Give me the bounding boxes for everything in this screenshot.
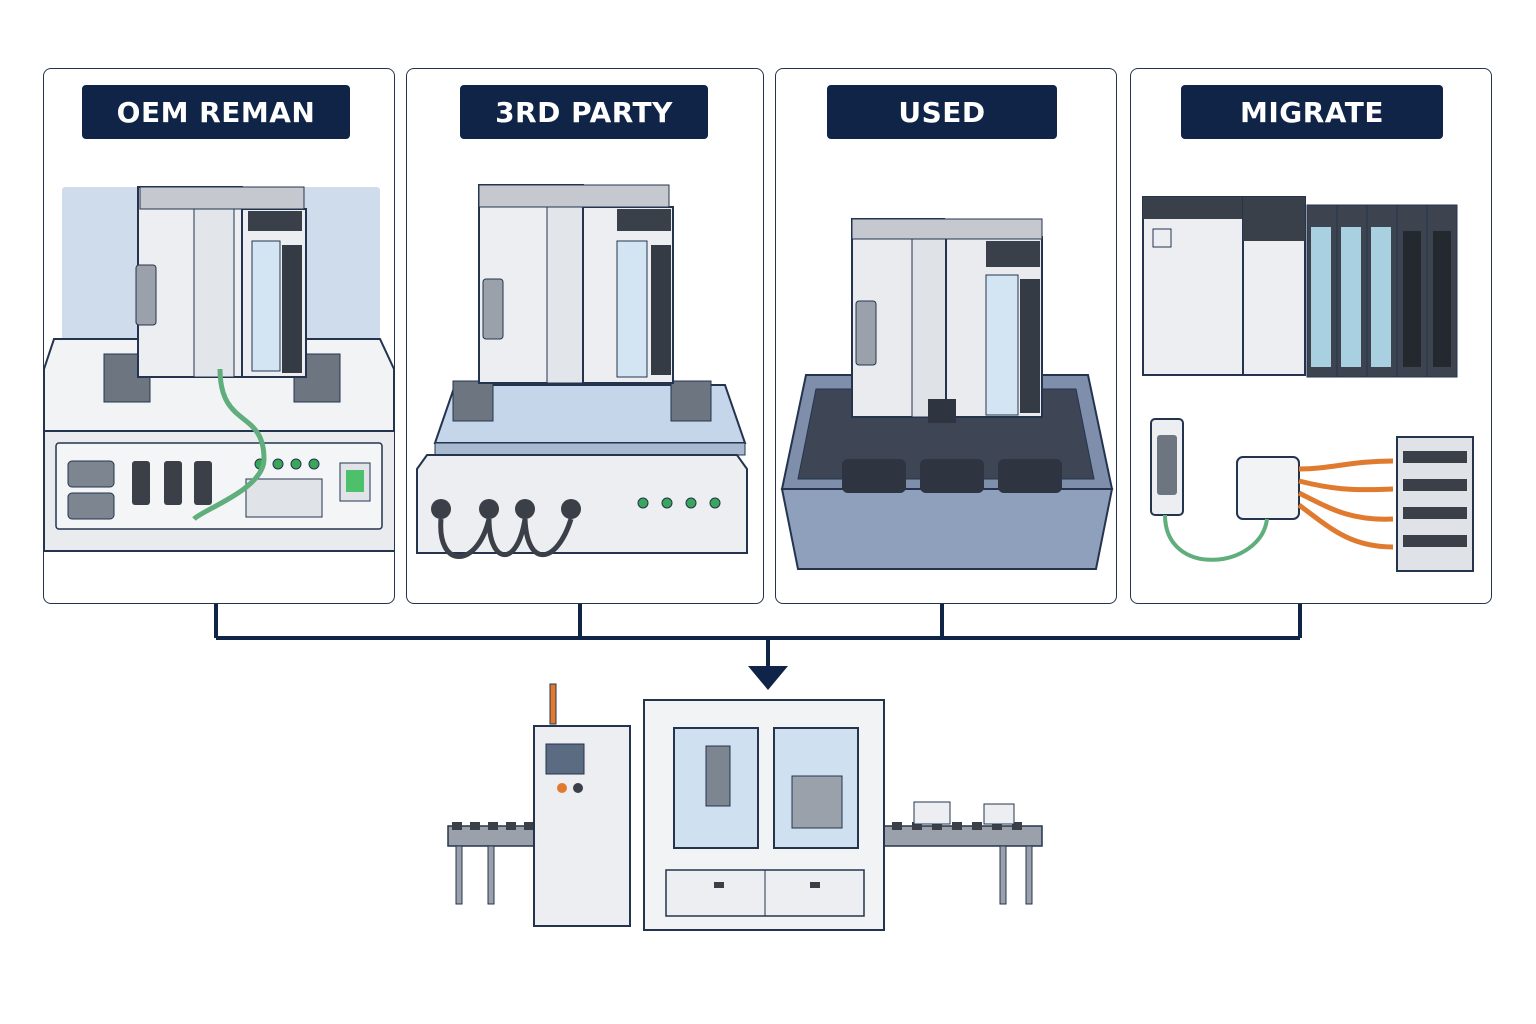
arrow-down-icon [748,666,788,690]
third-party-plc-on-fixture-icon [416,184,748,559]
third-party-label: 3RD PARTY [460,85,708,139]
flow-connector [214,604,1302,690]
oem-reman-label: OEM REMAN [82,85,350,139]
production-machine-icon [447,683,1043,931]
reman-plc-on-test-bench-icon [44,186,394,552]
panel-migrate: MIGRATE [1130,68,1492,604]
panel-oem-reman: OEM REMAN [43,68,395,604]
panel-used: USED [775,68,1117,604]
new-plc-rack-with-adapter-icon [1142,196,1474,572]
panel-third-party: 3RD PARTY [406,68,764,604]
used-label: USED [827,85,1057,139]
migrate-label: MIGRATE [1181,85,1443,139]
used-plc-in-tray-icon [780,218,1114,570]
